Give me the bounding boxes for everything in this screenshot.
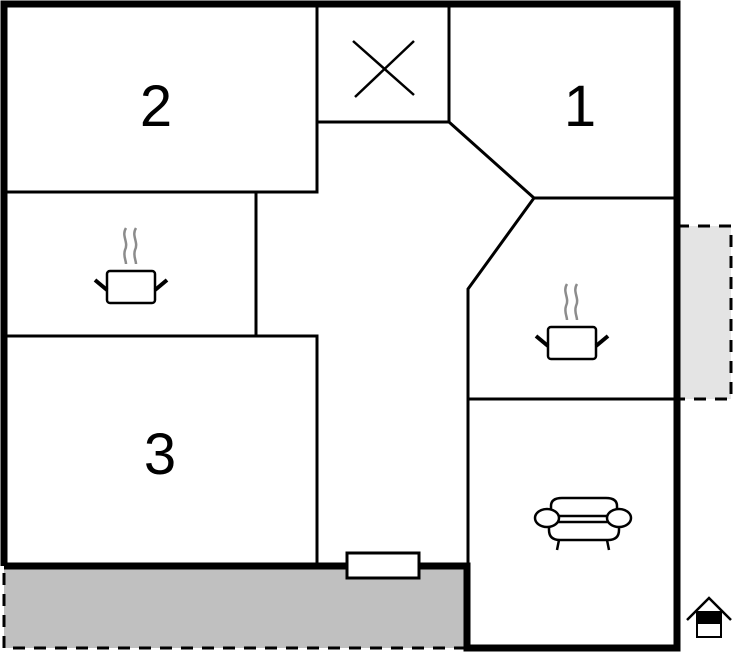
terrace-right [675, 224, 733, 401]
cooking-pot-icon [93, 227, 169, 305]
interior-walls [4, 4, 677, 566]
entrance-door [345, 551, 421, 580]
house-entrance-icon [686, 596, 732, 638]
toilet-cross-icon [352, 40, 415, 98]
cooking-pot-icon [534, 283, 610, 361]
room-label-2: 2 [140, 74, 172, 139]
sofa-icon [533, 496, 633, 551]
room-label-3: 3 [144, 422, 176, 487]
room-label-1: 1 [564, 74, 596, 139]
